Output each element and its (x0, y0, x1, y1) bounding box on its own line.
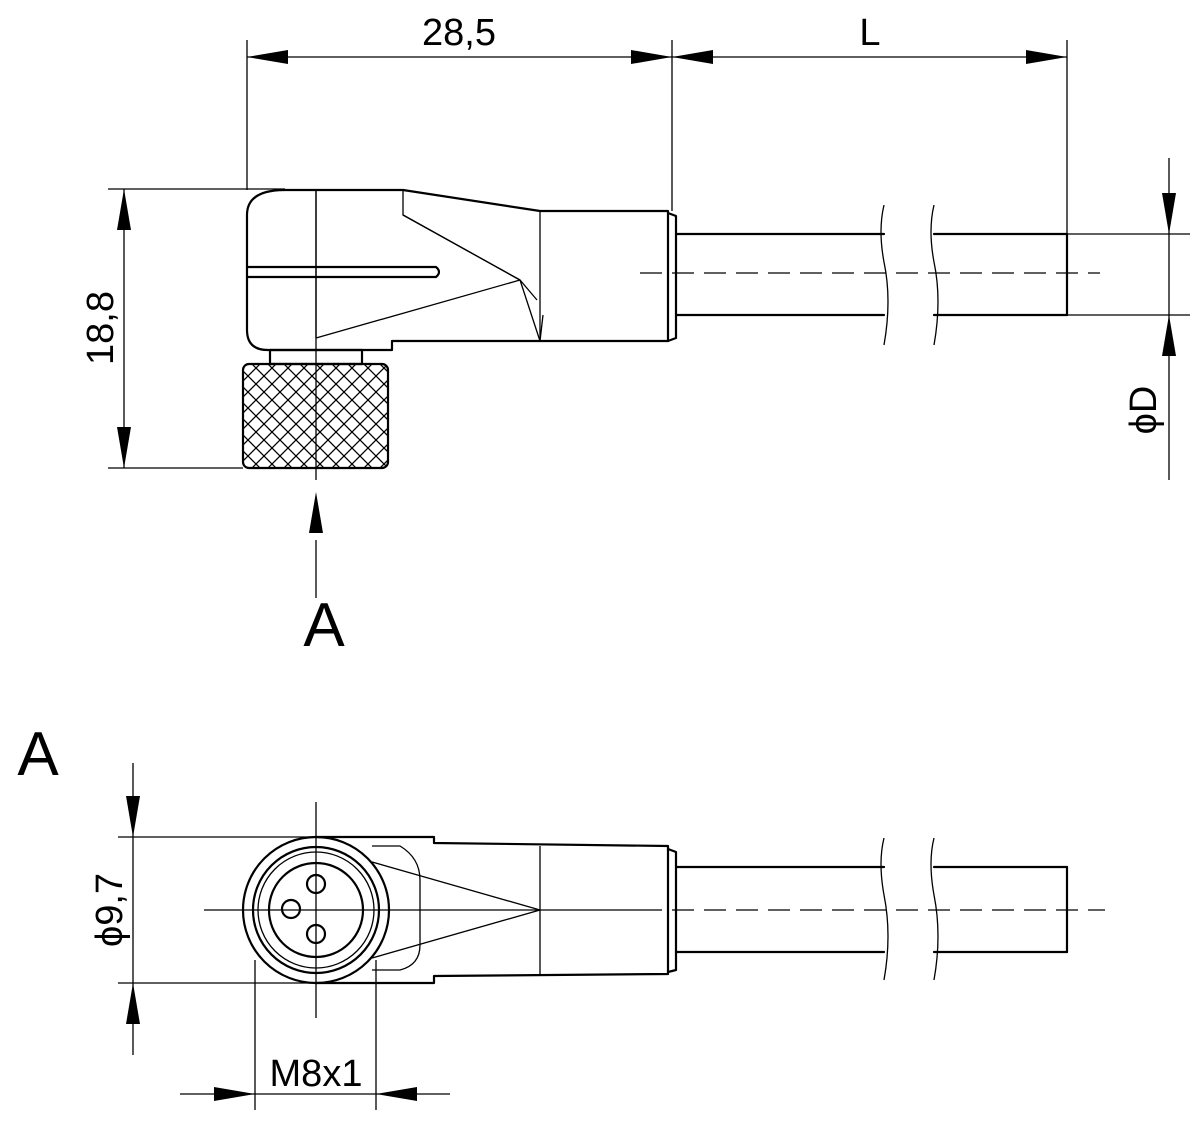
side-view: 28,5 L 18,8 ϕD A (80, 12, 1190, 660)
view-a-title: A (17, 720, 59, 789)
dim-outer-diameter: ϕ9,7 (89, 763, 316, 1055)
dim-label-cable-diameter: ϕD (1123, 386, 1165, 435)
cable-side (640, 204, 1100, 346)
dim-label-outer-diameter: ϕ9,7 (89, 873, 131, 947)
view-a: A (17, 720, 1105, 1110)
view-marker-label: A (303, 591, 345, 660)
dim-thread: M8x1 (180, 960, 450, 1110)
dim-label-thread: M8x1 (270, 1053, 363, 1095)
dim-width: 28,5 L (246, 12, 1068, 234)
dim-label-length: L (859, 12, 880, 54)
view-arrow-a: A (303, 492, 345, 660)
dim-cable-diameter: ϕD (1067, 158, 1190, 480)
connector-body (245, 188, 678, 352)
dim-height: 18,8 (80, 188, 285, 469)
dim-label-width: 28,5 (422, 12, 496, 54)
pin-2 (280, 898, 302, 920)
cable-view-a (204, 837, 1105, 981)
dim-label-height: 18,8 (80, 291, 122, 365)
